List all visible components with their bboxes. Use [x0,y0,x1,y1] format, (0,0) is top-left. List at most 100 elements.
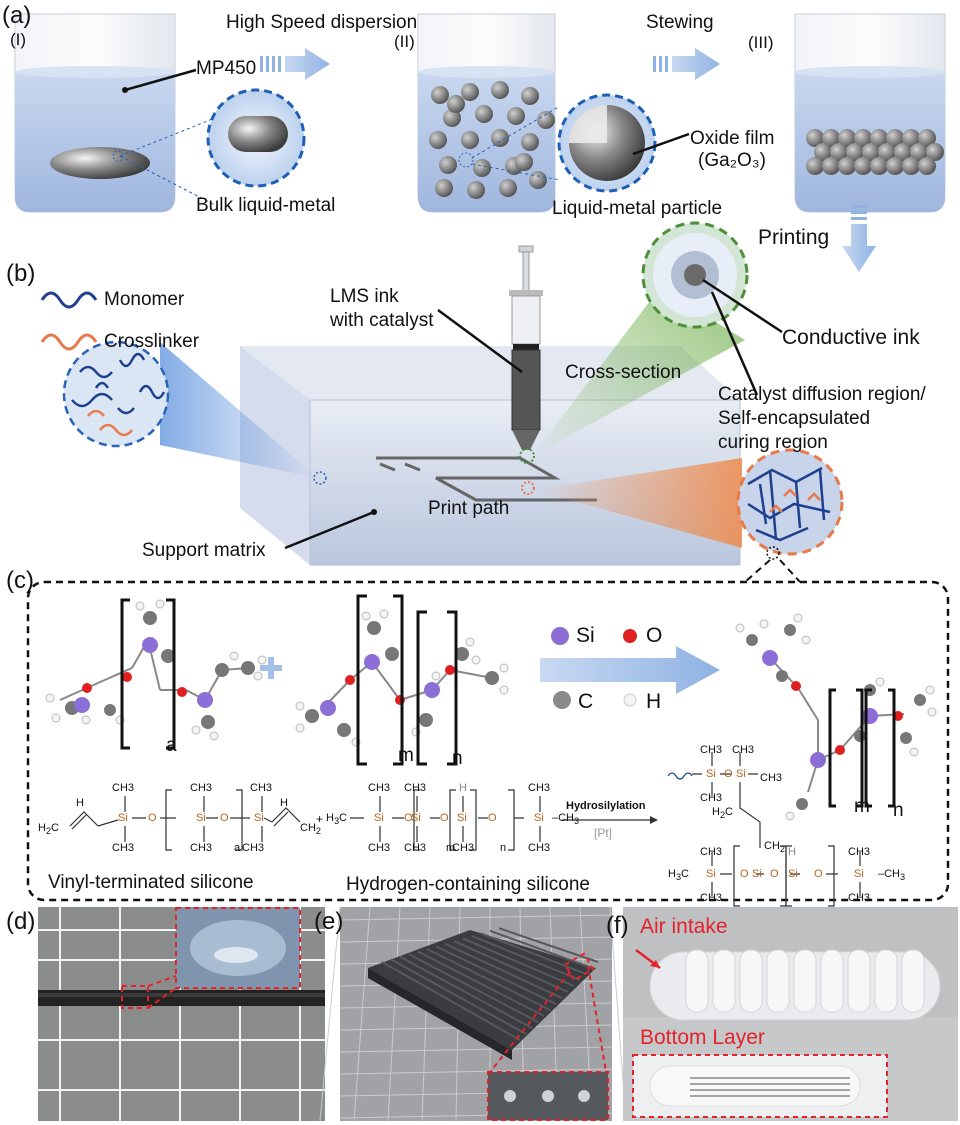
particle [870,157,888,175]
chem-ch3: CH3 [250,782,273,794]
ridge [462,937,575,987]
vinyl-silicone-label: Vinyl-terminated silicone [48,872,254,893]
chem-si: Si [706,868,716,880]
chem-ch3: CH3 [404,782,427,794]
chem-h3c-prod: H3C [668,868,689,883]
chem-ch3: CH3 [190,782,213,794]
chem-sub-n: n [500,842,507,854]
network-chain [768,469,778,541]
photo-f [623,907,958,1121]
ridge [399,955,533,1029]
reaction-arrow-small [562,816,658,824]
chamber [847,949,871,1013]
magnifier-bulk-metal [112,88,306,206]
chem-ch3: CH3 [528,782,551,794]
chem-o: O [488,812,497,824]
particle [830,143,848,161]
chem-o: O [220,812,229,824]
legend-crosslinker-icon [40,333,98,351]
legend-monomer-icon [40,291,98,309]
network-chain [138,384,166,400]
print-path-label: Print path [428,498,510,519]
chem-ch2: CH2 [300,822,321,837]
magnifier-particle [458,93,690,193]
particle [894,143,912,161]
bracket-hydrogen [356,594,458,766]
particle [806,157,824,175]
chem-o: O [740,868,749,880]
reaction-arrow [540,646,720,694]
chem-h2c-prod: H2C [712,806,733,821]
ridge [417,950,545,1017]
magnifier-cross-section [641,221,783,396]
chem-o: O [724,768,733,780]
particle [910,143,928,161]
chem-o: O [404,812,413,824]
chem-si: Si [374,812,384,824]
molecule-vinyl-3d [45,599,267,741]
step-3-label: (III) [748,33,774,52]
chamber [712,949,736,1013]
subscript-m-1: m [398,745,414,766]
cross-section-label: Cross-section [565,362,682,383]
chem-ch3: CH3 [700,792,723,804]
chem-ch3: CH3 [848,892,871,904]
syringe [509,245,543,464]
liquid-metal-particle-label: Liquid-metal particle [552,198,723,219]
grid-line [339,1046,613,1053]
panel-f-tag: (f) [606,912,629,939]
chem-sub-m: m [446,842,456,854]
particle [529,171,547,189]
oxide-film-label: Oxide film [690,128,775,149]
molecule-product-3d [735,613,937,821]
chem-h2c: H2C [38,822,59,837]
chem-h: H [788,846,796,858]
particle [461,131,479,149]
dispersion-label: High Speed dispersion [226,12,418,33]
atom-c-label: C [578,690,594,713]
support-pointer [284,510,375,550]
particle [862,143,880,161]
particle [473,159,491,177]
particle [431,86,449,104]
crosslink [807,492,821,501]
particle [822,157,840,175]
particle [521,87,539,105]
particle [806,129,824,147]
atom-si-label: Si [576,624,595,647]
magnifier-crosslinked [736,448,844,560]
panel-c-frame [26,580,950,902]
chem-si: Si [854,868,864,880]
conductive-ink-label: Conductive ink [782,326,920,349]
particle [846,143,864,161]
particle [515,153,533,171]
particle [507,107,525,125]
ridge [381,961,521,1041]
print-path [376,456,597,502]
network-chain [71,392,113,408]
chamber [901,949,925,1013]
plus-icon [260,657,282,679]
chem-si: Si [736,768,746,780]
grid-line [339,914,613,921]
ridge [390,958,527,1035]
ink-label-1: LMS ink [330,286,399,307]
support-matrix-label: Support matrix [142,540,266,561]
chamber [739,949,763,1013]
ridge [498,927,599,963]
particle [447,95,465,113]
ink-pointer [437,308,523,374]
particle [491,81,509,99]
chem-ch3: CH3 [368,782,391,794]
atom-h-icon [623,693,637,707]
atom-h-label: H [646,690,662,713]
chem-si: Si [411,812,421,824]
mp450-pointer [124,68,197,92]
mp450-label: MP450 [196,58,257,79]
grid-line [353,906,371,1122]
orange-zoom-cone [534,458,742,548]
network-chain [79,365,113,379]
atom-si-icon [551,627,569,645]
network-chain [118,352,146,368]
printing-label: Printing [758,226,830,249]
